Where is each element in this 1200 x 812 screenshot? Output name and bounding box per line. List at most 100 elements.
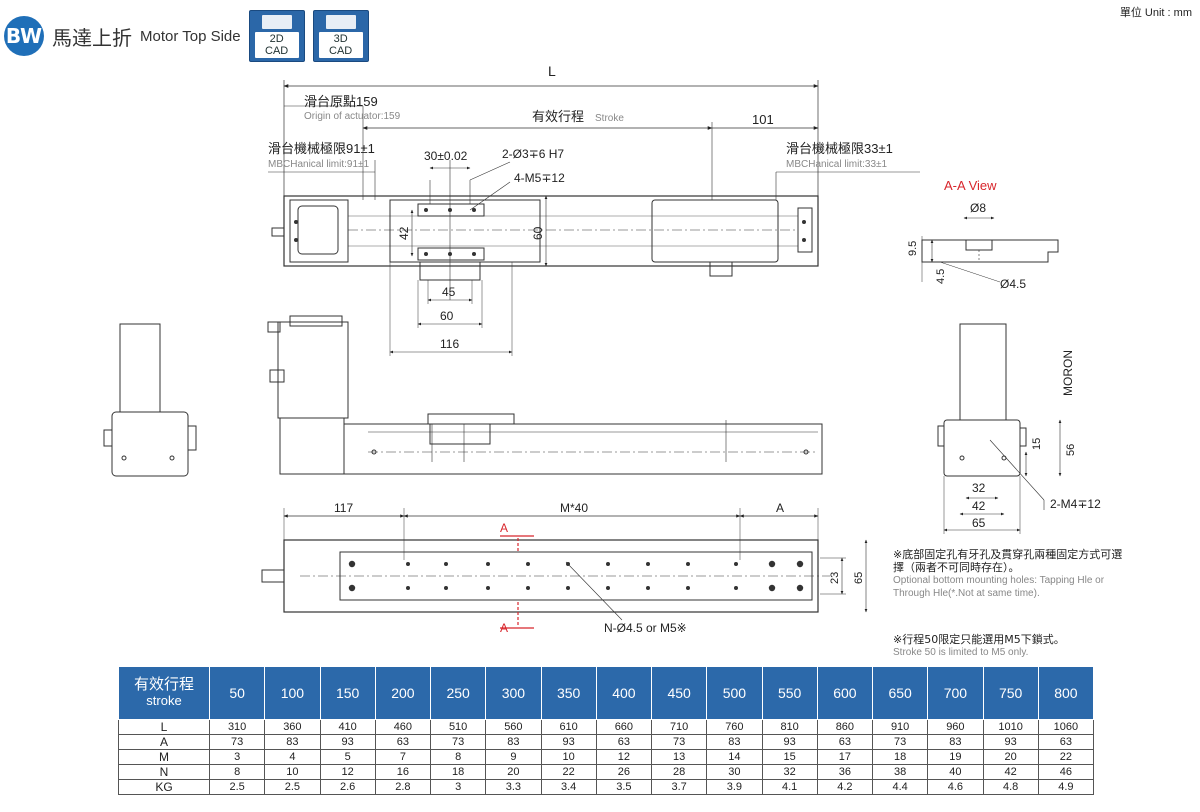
stroke-en: Stroke <box>595 113 624 124</box>
row-label: M <box>118 749 210 765</box>
side-hole-m4: 2-M4∓12 <box>1050 497 1101 511</box>
table-cell: 10 <box>264 764 321 780</box>
table-cell: 83 <box>927 734 984 750</box>
table-cell: 26 <box>595 764 653 780</box>
origin-cn: 滑台原點159 <box>304 94 378 109</box>
cad-3d-bottom: CAD <box>329 45 353 57</box>
table-cell: 83 <box>706 734 763 750</box>
bottom-holes-label: N-Ø4.5 or M5※ <box>604 621 687 635</box>
table-cell: 40 <box>927 764 984 780</box>
side-dim-56: 56 <box>1065 444 1077 456</box>
table-cell: 36 <box>816 764 874 780</box>
mech-limit-left-en: MBCHanical limit:91±1 <box>268 159 370 170</box>
mech-limit-right-en: MBCHanical limit:33±1 <box>786 159 888 170</box>
table-cell: 63 <box>1037 734 1095 750</box>
title-cn: 馬達上折 <box>52 25 132 50</box>
table-cell: 83 <box>264 734 321 750</box>
table-cell: 460 <box>374 719 432 735</box>
table-cell: 2.6 <box>319 779 376 795</box>
section-mark-top: A <box>500 521 508 535</box>
dim-30: 30±0.02 <box>424 149 468 163</box>
table-cell: 73 <box>871 734 929 750</box>
table-cell: 760 <box>706 719 763 735</box>
dim-42: 42 <box>397 226 411 240</box>
table-cell: 63 <box>374 734 432 750</box>
stroke-header: 有效行程 stroke <box>118 666 210 720</box>
series-badge: BW <box>4 16 44 56</box>
side-dim-32: 32 <box>972 481 986 495</box>
dim-101: 101 <box>752 112 774 127</box>
note-mounting-cn: ※底部固定孔有牙孔及貫穿孔兩種固定方式可選擇（兩者不可同時存在）。 <box>893 548 1123 574</box>
stroke-cn: 有效行程 <box>532 109 584 124</box>
unit-label: 單位 Unit : mm <box>1119 7 1192 19</box>
table-cell: 28 <box>650 764 708 780</box>
technical-drawing: L 滑台原點159 Origin of actuator:159 有效行程 St… <box>103 63 1101 635</box>
side-dim-15: 15 <box>1031 438 1043 450</box>
hole-dowel: 2-Ø3∓6 H7 <box>502 147 564 161</box>
table-cell: 8 <box>429 749 487 765</box>
aa-dim-d4-5: Ø4.5 <box>1000 277 1026 291</box>
table-cell: 83 <box>485 734 542 750</box>
stroke-col-header: 200 <box>374 666 432 720</box>
table-cell: 19 <box>927 749 984 765</box>
cad-2d-button[interactable]: 2D CAD <box>248 10 305 62</box>
dim-60-vertical: 60 <box>531 226 545 240</box>
table-cell: 16 <box>374 764 432 780</box>
row-label: A <box>118 734 210 750</box>
motor-label: MORON <box>1061 350 1075 396</box>
table-cell: 8 <box>208 764 266 780</box>
table-cell: 22 <box>1037 749 1095 765</box>
bottom-dim-A: A <box>776 501 784 515</box>
table-cell: 4.8 <box>982 779 1039 795</box>
row-label: N <box>118 764 210 780</box>
table-cell: 7 <box>374 749 432 765</box>
cad-2d-top: 2D <box>269 33 284 45</box>
note-stroke50: ※行程50限定只能選用M5下鎖式。 Stroke 50 is limited t… <box>893 633 1133 659</box>
table-cell: 73 <box>208 734 266 750</box>
aa-dim-4-5: 4.5 <box>935 269 947 284</box>
aa-dim-9-5: 9.5 <box>907 241 919 256</box>
aa-dim-8: Ø8 <box>970 201 986 215</box>
table-cell: 4.2 <box>816 779 874 795</box>
table-cell: 18 <box>871 749 929 765</box>
table-cell: 9 <box>485 749 542 765</box>
hole-m5: 4-M5∓12 <box>514 171 565 185</box>
table-cell: 3 <box>208 749 266 765</box>
stroke-col-header: 400 <box>595 666 653 720</box>
stroke-col-header: 100 <box>264 666 321 720</box>
table-cell: 660 <box>595 719 653 735</box>
table-cell: 1060 <box>1037 719 1095 735</box>
title-en: Motor Top Side <box>140 27 241 45</box>
table-cell: 4 <box>264 749 321 765</box>
stroke-col-header: 500 <box>706 666 763 720</box>
table-cell: 960 <box>927 719 984 735</box>
stroke-col-header: 450 <box>650 666 708 720</box>
stroke-col-header: 50 <box>208 666 266 720</box>
table-cell: 3.7 <box>650 779 708 795</box>
table-cell: 1010 <box>982 719 1039 735</box>
table-cell: 22 <box>540 764 597 780</box>
table-cell: 13 <box>650 749 708 765</box>
table-cell: 38 <box>871 764 929 780</box>
cad-3d-top: 3D <box>333 33 348 45</box>
table-cell: 73 <box>650 734 708 750</box>
bottom-dim-65: 65 <box>853 572 865 584</box>
note-stroke50-en: Stroke 50 is limited to M5 only. <box>893 647 1029 658</box>
table-cell: 73 <box>429 734 487 750</box>
table-cell: 3.5 <box>595 779 653 795</box>
table-cell: 510 <box>429 719 487 735</box>
table-cell: 10 <box>540 749 597 765</box>
stroke-col-header: 150 <box>319 666 376 720</box>
page-header: BW 馬達上折 Motor Top Side 2D CAD 3D CAD <box>4 8 369 64</box>
table-cell: 20 <box>485 764 542 780</box>
cad-3d-button[interactable]: 3D CAD <box>312 10 369 62</box>
table-cell: 2.8 <box>374 779 432 795</box>
table-cell: 93 <box>761 734 818 750</box>
stroke-col-header: 350 <box>540 666 597 720</box>
table-cell: 93 <box>540 734 597 750</box>
